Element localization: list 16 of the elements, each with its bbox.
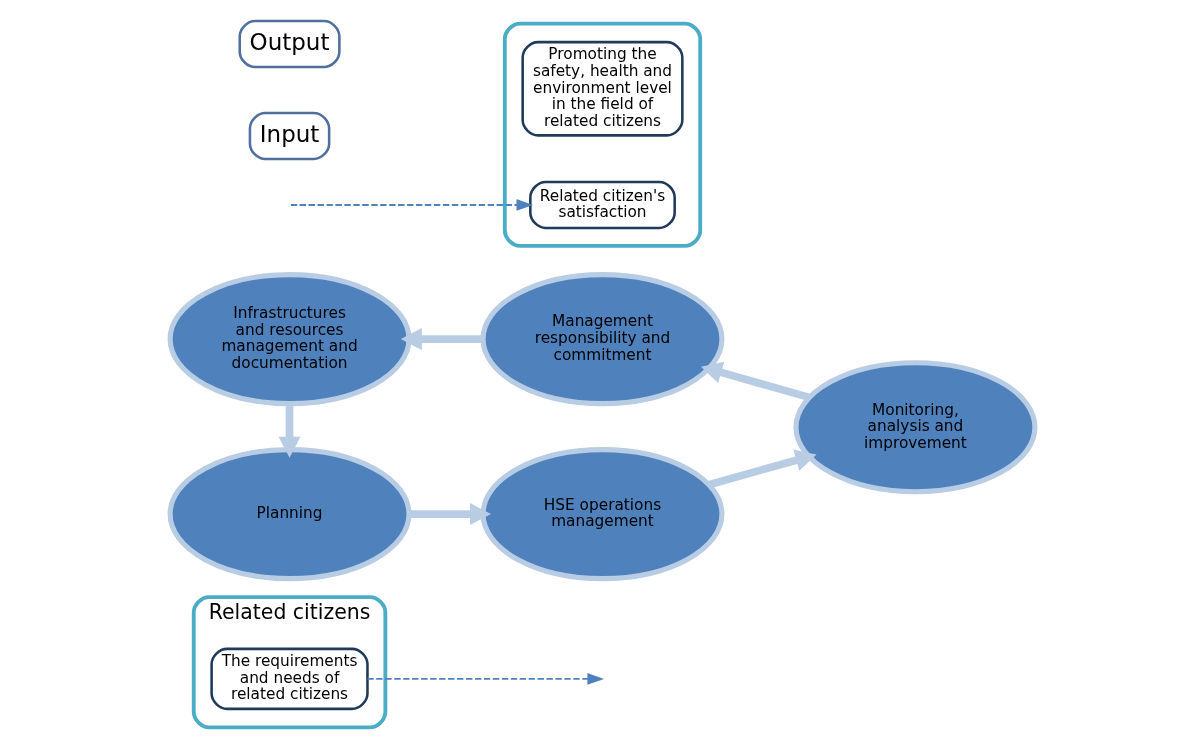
node-ellipse: Planning [167, 447, 412, 582]
arrow [366, 673, 604, 685]
node-ellipse: HSE operations management [480, 447, 724, 582]
node-box: Output [237, 19, 341, 69]
arrow [289, 199, 533, 211]
node-ellipse: Infrastructures and resources management and documentation [167, 272, 412, 407]
node-box: Input [248, 111, 330, 161]
arrow [400, 328, 483, 351]
arrow [707, 449, 817, 489]
node-box: Related citizen's satisfaction [528, 180, 676, 230]
arrow [408, 503, 491, 526]
arrow [700, 361, 810, 402]
cluster [502, 21, 702, 248]
node-box: The requirements and needs of related citizens [209, 647, 369, 711]
arrow [278, 403, 301, 458]
node-box: Promoting the safety, health and environment level in the field of related citizens [520, 40, 684, 137]
